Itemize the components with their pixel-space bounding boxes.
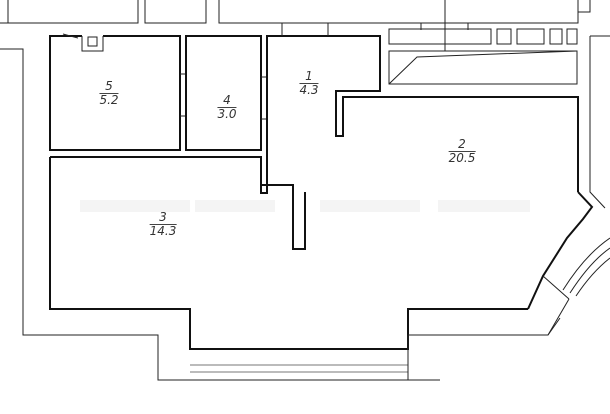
watermark-band-2 bbox=[195, 200, 275, 212]
room-number: 1 bbox=[299, 70, 319, 84]
room-label-3: 3 14.3 bbox=[149, 211, 177, 238]
room-area: 20.5 bbox=[448, 151, 476, 165]
kitchen-fixtures bbox=[305, 0, 578, 85]
watermark-band-1 bbox=[80, 200, 190, 212]
room-number: 3 bbox=[149, 211, 177, 225]
room-1-hallway bbox=[266, 23, 579, 192]
room-number: 4 bbox=[217, 94, 237, 108]
watermark-band-4 bbox=[438, 200, 530, 212]
outer-wall-right bbox=[527, 35, 610, 336]
neighbor-units-top bbox=[0, 0, 591, 24]
room-area: 3.0 bbox=[217, 107, 237, 121]
watermark-band-3 bbox=[320, 200, 420, 212]
room-area: 4.3 bbox=[299, 83, 319, 97]
room-3-room bbox=[49, 156, 528, 350]
room-number: 2 bbox=[448, 138, 476, 152]
room-area: 5.2 bbox=[99, 93, 119, 107]
room-label-2: 2 20.5 bbox=[448, 138, 476, 165]
room-area: 14.3 bbox=[149, 224, 177, 238]
room-label-1: 1 4.3 bbox=[299, 70, 319, 97]
room-label-5: 5 5.2 bbox=[99, 80, 119, 107]
room-label-4: 4 3.0 bbox=[217, 94, 237, 121]
balcony-window-bottom bbox=[158, 317, 561, 381]
room-number: 5 bbox=[99, 80, 119, 94]
